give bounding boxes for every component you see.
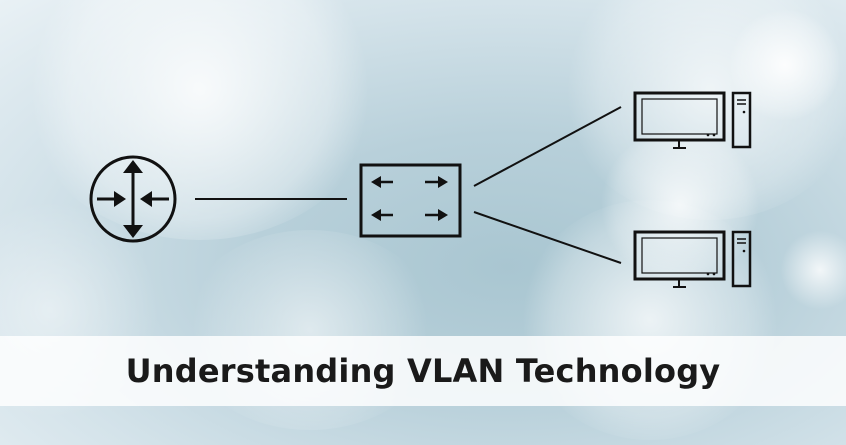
desktop-computer-icon	[633, 91, 752, 149]
edge-switch-computer-1	[473, 106, 622, 187]
edge-switch-computer-2	[473, 211, 622, 264]
router-icon	[89, 155, 177, 243]
page-title: Understanding VLAN Technology	[125, 352, 721, 390]
desktop-computer-icon	[633, 230, 752, 288]
title-band: Understanding VLAN Technology	[0, 336, 846, 406]
switch-icon	[359, 163, 462, 238]
